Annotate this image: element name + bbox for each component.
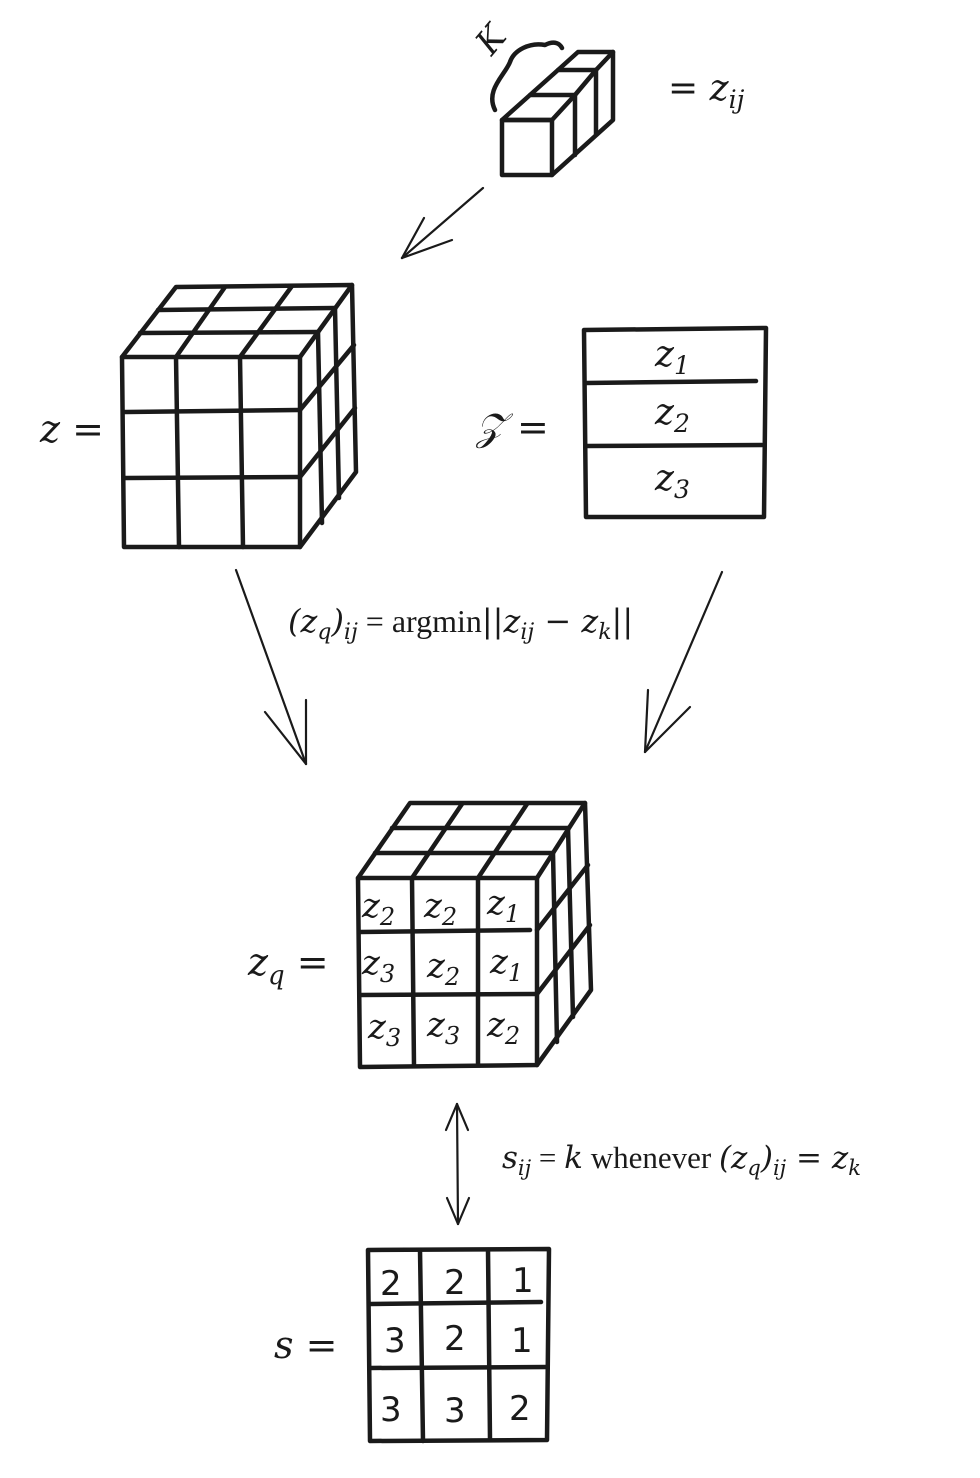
codebook-entry-3: z3 bbox=[654, 458, 690, 504]
vector-top-3 bbox=[555, 49, 616, 73]
zq-cell-0-2: z1 bbox=[486, 883, 520, 928]
zq-cube-top bbox=[355, 800, 588, 881]
s-cell-1-2: 1 bbox=[511, 1321, 533, 1361]
z-cube-front bbox=[119, 354, 303, 550]
s-cell-1-0: 3 bbox=[384, 1321, 406, 1361]
codebook-entry-2: z2 bbox=[654, 392, 690, 438]
z-cube-top bbox=[119, 282, 355, 360]
zq-cell-1-0: z3 bbox=[361, 943, 395, 988]
zq-label: zq = bbox=[247, 940, 329, 991]
vector-top-1 bbox=[499, 92, 578, 123]
s-cell-1-1: 2 bbox=[444, 1319, 466, 1359]
vector-right-side bbox=[549, 49, 616, 178]
s-label: s = bbox=[274, 1323, 337, 1367]
k-label: K bbox=[467, 16, 516, 64]
index-formula: sij = k whenever (zq)ij = zk bbox=[502, 1140, 861, 1180]
s-matrix: s = 2 2 1 3 2 1 3 3 2 bbox=[274, 1246, 552, 1444]
s-cell-0-1: 2 bbox=[444, 1263, 466, 1303]
z-label: z = bbox=[39, 407, 104, 451]
zq-cube: zq = z2 z2 z1 z3 z2 z1 z3 z3 z2 bbox=[247, 800, 594, 1070]
arrow-codebook-to-zq bbox=[643, 570, 724, 754]
codebook-label: 𝒵 = bbox=[475, 405, 549, 449]
z-cube: z = bbox=[39, 282, 359, 550]
codebook-box bbox=[581, 325, 769, 520]
vector-top-2 bbox=[527, 67, 599, 98]
zq-cell-0-1: z2 bbox=[423, 886, 457, 931]
codebook-entry-1: z1 bbox=[654, 334, 690, 380]
zq-cell-1-1: z2 bbox=[426, 946, 460, 991]
s-cell-2-0: 3 bbox=[380, 1390, 402, 1430]
double-arrow-zq-s bbox=[444, 1102, 471, 1226]
s-cell-0-0: 2 bbox=[380, 1264, 402, 1304]
zq-cell-2-2: z2 bbox=[486, 1005, 520, 1050]
zq-cell-2-1: z3 bbox=[426, 1005, 460, 1050]
vector-front-face bbox=[499, 117, 555, 178]
codebook: 𝒵 = z1 z2 z3 bbox=[475, 325, 769, 520]
zq-cell-0-0: z2 bbox=[361, 886, 395, 931]
zq-cell-1-2: z1 bbox=[489, 942, 523, 987]
s-cell-0-2: 1 bbox=[512, 1261, 534, 1301]
vector-rhs: = zij bbox=[668, 68, 745, 114]
vector-zij: K = zij bbox=[467, 16, 745, 178]
quantization-formula: (zq)ij = argmin||zij − zk|| bbox=[288, 602, 633, 645]
k-brace bbox=[490, 40, 565, 113]
arrow-z-to-zq bbox=[234, 568, 308, 766]
s-cell-2-2: 2 bbox=[509, 1389, 531, 1429]
zq-cell-2-0: z3 bbox=[367, 1007, 401, 1052]
arrow-vector-to-z bbox=[400, 186, 485, 260]
s-cell-2-1: 3 bbox=[444, 1391, 466, 1431]
